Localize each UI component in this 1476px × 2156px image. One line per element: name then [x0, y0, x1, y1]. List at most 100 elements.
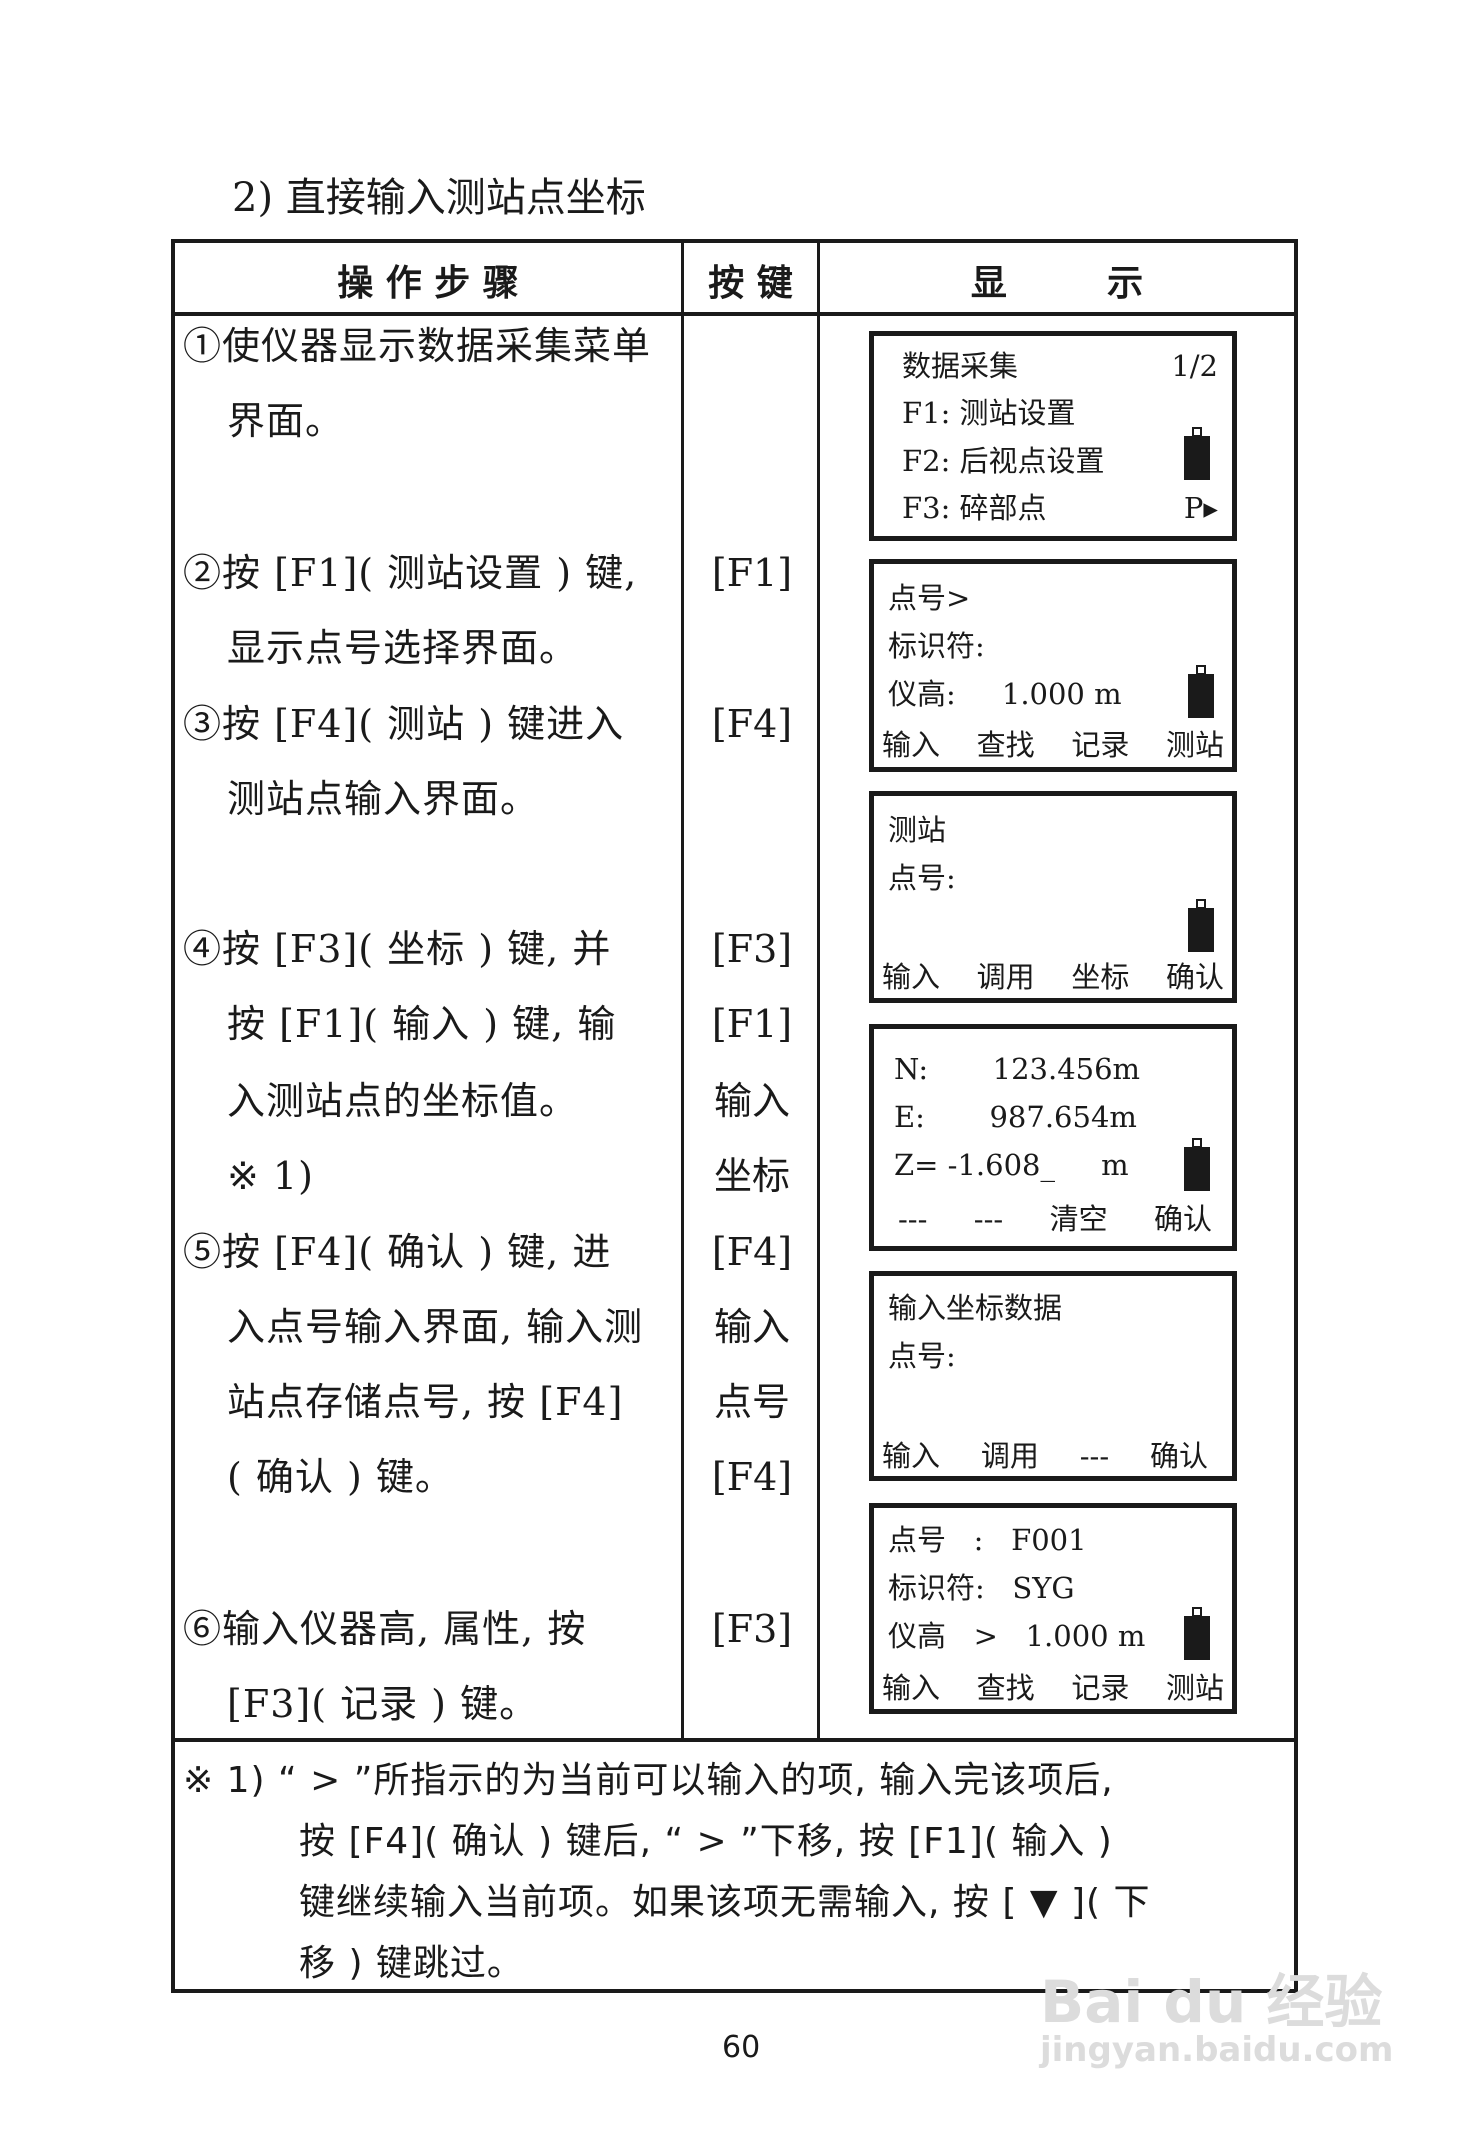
lcd-screen-coordinates: N: 123.456m E: 987.654m Z= -1.608_ m ---…: [869, 1024, 1237, 1251]
battery-icon: [1188, 899, 1214, 952]
watermark-url: jingyan.baidu.com: [1040, 2030, 1394, 2070]
header-divider: [175, 312, 1294, 316]
step-line: 测站点输入界面。: [227, 777, 540, 821]
lcd-field: 标识符: SYG: [888, 1571, 1075, 1605]
step-line: ④按 [F3]( 坐标 ) 键, 并: [183, 927, 612, 971]
lcd-menu-item: F1: 测站设置: [902, 396, 1076, 430]
step-line: 入测站点的坐标值。: [227, 1079, 579, 1123]
softkey-f4: 确认: [1165, 960, 1224, 994]
softkey-bar: 输入 查找 记录 测站: [882, 1670, 1224, 1706]
procedure-table: 操 作 步 骤 按 键 显 示 ①使仪器显示数据采集菜单 界面。 ②按 [F1]…: [171, 239, 1298, 1993]
softkey-f2: 调用: [976, 960, 1035, 994]
softkey-f2: 查找: [976, 728, 1035, 762]
step-line: ⑥输入仪器高, 属性, 按: [183, 1607, 587, 1651]
key-label: [F3]: [711, 1607, 793, 1651]
page-number: 60: [722, 2030, 761, 2065]
lcd-field: 仪高: 1.000 m: [888, 677, 1122, 711]
lcd-screen-point-select: 点号> 标识符: 仪高: 1.000 m 输入 查找 记录 测站: [869, 559, 1237, 772]
key-label: [F1]: [711, 1002, 793, 1046]
step-line: [F3]( 记录 ) 键。: [227, 1682, 539, 1726]
header-display-label: 显 示: [970, 262, 1144, 304]
key-label: [F1]: [711, 551, 793, 595]
lcd-page: 1/2: [1171, 349, 1218, 383]
column-divider: [681, 243, 684, 1739]
lcd-coord-e: E: 987.654m: [894, 1100, 1137, 1134]
softkey-bar: 输入 调用 坐标 确认: [882, 959, 1224, 995]
header-display: 显 示: [820, 243, 1294, 316]
key-label: [F4]: [711, 1455, 793, 1499]
key-label: [F3]: [711, 927, 793, 971]
softkey-bar: --- --- 清空 确认: [898, 1201, 1212, 1237]
softkey-f2: 调用: [980, 1439, 1039, 1473]
softkey-f3: 清空: [1049, 1202, 1108, 1236]
section-title: 2) 直接输入测站点坐标: [232, 175, 646, 221]
softkey-f1: 输入: [882, 1439, 941, 1473]
softkey-f4: 测站: [1165, 728, 1224, 762]
lcd-coord-n: N: 123.456m: [894, 1052, 1141, 1086]
softkey-f1: 输入: [882, 1671, 941, 1705]
key-label: 输入: [713, 1305, 790, 1349]
lcd-field: 仪高 > 1.000 m: [888, 1619, 1146, 1653]
footnote-line: ※ 1) “ > ”所指示的为当前可以输入的项, 输入完该项后,: [183, 1760, 1114, 1801]
key-label: 坐标: [713, 1154, 790, 1198]
battery-icon: [1184, 1607, 1210, 1660]
softkey-f3: 坐标: [1071, 960, 1130, 994]
softkey-f4: 确认: [1149, 1439, 1208, 1473]
step-line: ③按 [F4]( 测站 ) 键进入: [183, 702, 625, 746]
lcd-screen-station: 测站 点号: 输入 调用 坐标 确认: [869, 791, 1237, 1003]
lcd-field: 点号 : F001: [888, 1523, 1087, 1557]
step-line: ( 确认 ) 键。: [227, 1455, 454, 1499]
softkey-f1: ---: [898, 1202, 928, 1236]
footnote-line: 键继续输入当前项。如果该项无需输入, 按 [ ▼ ]( 下: [299, 1882, 1151, 1923]
lcd-menu-item: F2: 后视点设置: [902, 444, 1105, 478]
battery-icon: [1188, 665, 1214, 718]
step-line: 入点号输入界面, 输入测: [227, 1305, 644, 1349]
step-line: 站点存储点号, 按 [F4]: [227, 1380, 624, 1424]
key-label: 输入: [713, 1079, 790, 1123]
lcd-title: 数据采集: [902, 349, 1019, 383]
lcd-field: 标识符:: [888, 629, 985, 663]
column-divider: [817, 243, 820, 1739]
softkey-bar: 输入 查找 记录 测站: [882, 727, 1224, 763]
step-line: 界面。: [227, 399, 345, 443]
header-steps-label: 操 作 步 骤: [337, 262, 519, 304]
header-steps: 操 作 步 骤: [175, 243, 681, 316]
softkey-f4: 确认: [1153, 1202, 1212, 1236]
lcd-field: 测站: [888, 813, 947, 847]
step-line: 按 [F1]( 输入 ) 键, 输: [227, 1002, 617, 1046]
lcd-field: 输入坐标数据: [888, 1291, 1063, 1325]
step-line: 显示点号选择界面。: [227, 626, 579, 670]
step-line: ⑤按 [F4]( 确认 ) 键, 进: [183, 1230, 612, 1274]
key-label: 点号: [713, 1380, 790, 1424]
header-keys: 按 键: [684, 243, 817, 316]
key-label: [F4]: [711, 1230, 793, 1274]
lcd-screen-input-coord-data: 输入坐标数据 点号: 输入 调用 --- 确认: [869, 1271, 1237, 1481]
softkey-f3: 记录: [1071, 1671, 1130, 1705]
lcd-field: 点号>: [888, 581, 971, 615]
softkey-f3: 记录: [1071, 728, 1130, 762]
softkey-f2: 查找: [976, 1671, 1035, 1705]
lcd-coord-z: Z= -1.608_ m: [894, 1148, 1129, 1182]
battery-icon: [1184, 427, 1210, 480]
watermark-brand: Bai du 经验: [1040, 1968, 1383, 2036]
lcd-screen-station-record: 点号 : F001 标识符: SYG 仪高 > 1.000 m 输入 查找 记录…: [869, 1503, 1237, 1714]
softkey-f1: 输入: [882, 728, 941, 762]
key-label: [F4]: [711, 702, 793, 746]
footnote-line: 移 ) 键跳过。: [299, 1943, 524, 1984]
footnote-line: 按 [F4]( 确认 ) 键后, “ > ”下移, 按 [F1]( 输入 ): [299, 1821, 1113, 1862]
lcd-field: 点号:: [888, 861, 956, 895]
softkey-f3: ---: [1079, 1439, 1110, 1473]
header-keys-label: 按 键: [708, 262, 793, 304]
battery-icon: [1184, 1138, 1210, 1191]
softkey-bar: 输入 调用 --- 确认: [882, 1438, 1208, 1474]
lcd-field: 点号:: [888, 1339, 956, 1373]
step-line: ②按 [F1]( 测站设置 ) 键,: [183, 551, 638, 595]
lcd-screen-data-collection: 数据采集 1/2 F1: 测站设置 F2: 后视点设置 F3: 碎部点 P▸: [869, 331, 1237, 541]
page-next-icon: P▸: [1183, 491, 1218, 525]
softkey-f1: 输入: [882, 960, 941, 994]
softkey-f4: 测站: [1165, 1671, 1224, 1705]
softkey-f2: ---: [973, 1202, 1004, 1236]
step-line: ※ 1): [227, 1154, 314, 1198]
step-line: ①使仪器显示数据采集菜单: [183, 324, 652, 368]
footnote-divider: [175, 1738, 1294, 1742]
